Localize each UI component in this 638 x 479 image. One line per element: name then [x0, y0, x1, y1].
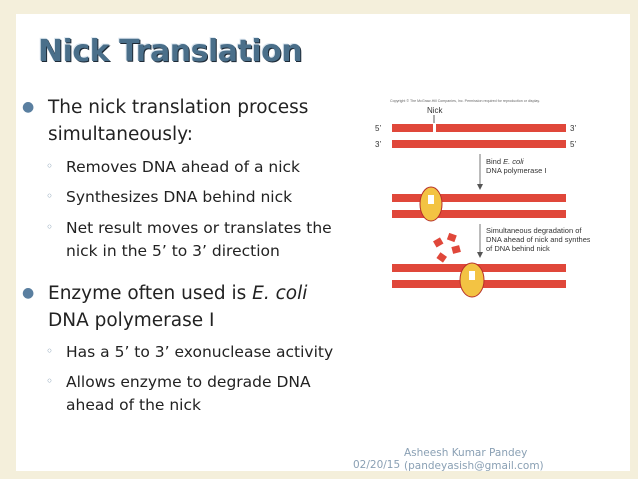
- diagram-copyright: Copyright © The McGraw-Hill Companies, I…: [390, 99, 540, 103]
- bullet-icon: ●: [22, 285, 35, 301]
- footer-author-name: Asheesh Kumar Pandey: [404, 447, 528, 459]
- fragment: [433, 237, 444, 248]
- step2-arrowhead: [477, 252, 483, 258]
- end-5-bottom: 5’: [570, 140, 576, 149]
- polymerase-1-core: [428, 195, 434, 204]
- bullet-1-cont-text: simultaneously:: [48, 124, 194, 145]
- slide-frame-left: [0, 0, 16, 479]
- sub-bullet-text: Net result moves or translates the: [66, 219, 332, 237]
- fragment: [446, 232, 457, 243]
- sub-bullet-icon: ◦: [46, 344, 54, 358]
- bullet-2-cont-text: DNA polymerase I: [48, 310, 215, 331]
- step2-label-line1: Simultaneous degradation of: [486, 226, 582, 235]
- top-strand-right: [436, 124, 566, 132]
- sub-bullet-text: Has a 5’ to 3’ exonuclease activity: [66, 343, 334, 361]
- strand-2a: [392, 194, 566, 202]
- nick-label: Nick: [427, 106, 444, 115]
- sub-bullet-text: Synthesizes DNA behind nick: [66, 188, 293, 206]
- step1-label: Bind E. coli: [486, 157, 524, 166]
- top-strand-left: [392, 124, 433, 132]
- bullet-2-italic: E. coli: [252, 283, 308, 304]
- sub-bullet-text: ahead of the nick: [66, 396, 201, 414]
- end-5-top: 5’: [375, 124, 381, 133]
- fragment: [451, 245, 461, 254]
- footer-author-email: (pandeyasish@gmail.com): [404, 460, 544, 472]
- sub-bullet-text: nick in the 5’ to 3’ direction: [66, 242, 280, 260]
- sub-bullet-icon: ◦: [46, 189, 54, 203]
- sub-bullet-text: Removes DNA ahead of a nick: [66, 158, 301, 176]
- end-3-bottom: 3’: [375, 140, 381, 149]
- step1-label-line2: DNA polymerase I: [486, 166, 546, 175]
- step2-label-line3: of DNA behind nick: [486, 244, 550, 253]
- slide-frame-top: [0, 0, 638, 14]
- fragment: [436, 252, 447, 263]
- sub-bullet-icon: ◦: [46, 374, 54, 388]
- nick-translation-diagram: Copyright © The McGraw-Hill Companies, I…: [375, 99, 590, 298]
- bullet-2-text: Enzyme often used is E. coli: [48, 283, 308, 304]
- polymerase-2-core: [469, 271, 475, 280]
- slide-frame-right: [630, 0, 638, 479]
- bullet-icon: ●: [22, 99, 35, 115]
- footer-date: 02/20/15: [353, 459, 401, 471]
- sub-bullet-text: Allows enzyme to degrade DNA: [66, 373, 311, 391]
- step1-arrowhead: [477, 184, 483, 190]
- end-3-top: 3’: [570, 124, 576, 133]
- sub-bullet-icon: ◦: [46, 159, 54, 173]
- strand-2b: [392, 210, 566, 218]
- slide-frame-bottom: [0, 471, 638, 479]
- bottom-strand: [392, 140, 566, 148]
- sub-bullet-icon: ◦: [46, 220, 54, 234]
- step2-label-line2: DNA ahead of nick and synthesis: [486, 235, 590, 244]
- footer-author: Asheesh Kumar Pandey (pandeyasish@gmail.…: [404, 447, 544, 473]
- slide-title: Nick Translation: [38, 34, 303, 69]
- bullet-1-text: The nick translation process: [48, 97, 309, 118]
